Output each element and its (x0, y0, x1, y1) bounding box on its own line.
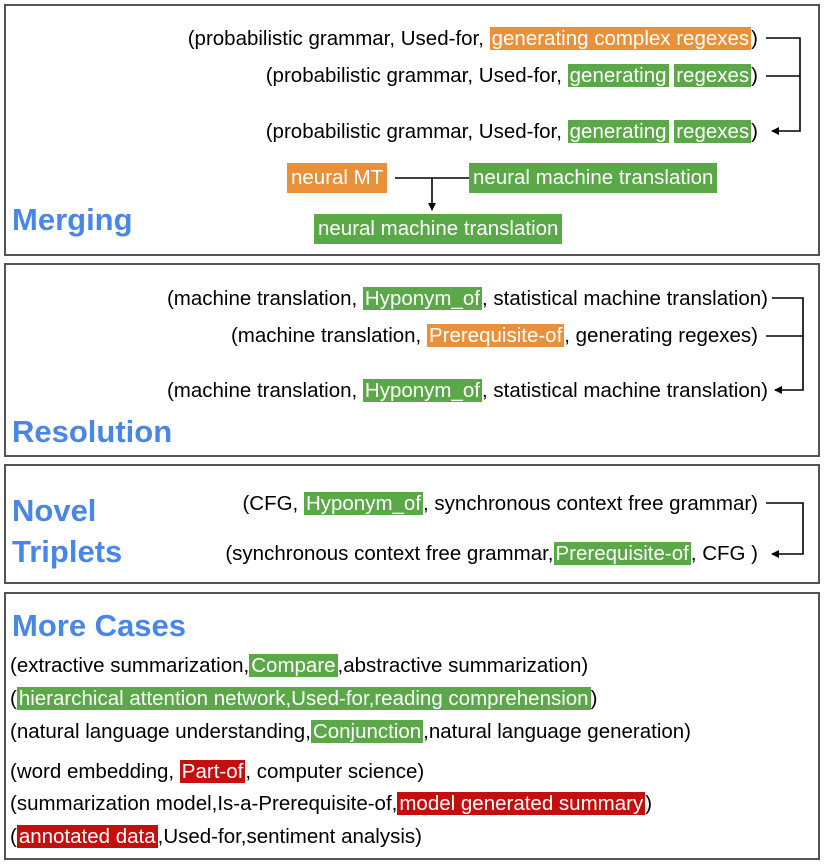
novel-triplet-1-relation: Hyponym_of (303, 492, 424, 515)
merging-triplet-2: (probabilistic grammar, Used-for, genera… (265, 64, 758, 87)
more-case-6-highlight: annotated data (16, 825, 158, 848)
merging-triplet-3-word-2: regexes (674, 120, 752, 143)
resolution-triplet-2: (machine translation, Prerequisite-of, g… (230, 324, 758, 347)
merging-entity-full-name: neural machine translation (469, 163, 718, 193)
merging-triplet-3-word-1: generating (567, 120, 669, 143)
resolution-triplet-1-relation: Hyponym_of (362, 287, 483, 310)
resolution-triplet-3-relation: Hyponym_of (362, 379, 483, 402)
resolution-title: Resolution (12, 414, 173, 449)
resolution-triplet-2-relation: Prerequisite-of (426, 324, 565, 347)
novel-title-line-1: Novel (12, 493, 97, 528)
merging-triplet-1-entity: generating complex regexes (489, 27, 752, 50)
resolution-triplet-1: (machine translation, Hyponym_of, statis… (166, 287, 768, 310)
more-case-1: (extractive summarization,Compare,abstra… (10, 654, 589, 677)
merging-entity-neural-mt: neural MT (287, 163, 388, 193)
merging-triplet-2-word-1: generating (567, 64, 669, 87)
more-case-5: (summarization model,Is-a-Prerequisite-o… (10, 792, 653, 815)
novel-triplet-1: (CFG, Hyponym_of, synchronous context fr… (242, 492, 758, 515)
more-case-4: (word embedding, Part-of, computer scien… (10, 760, 425, 783)
more-case-2: (hierarchical attention network,Used-for… (10, 687, 598, 710)
more-case-3-highlight: Conjunction (310, 720, 424, 743)
more-case-2-highlight: hierarchical attention network,Used-for,… (16, 687, 591, 710)
more-cases-title: More Cases (12, 608, 187, 643)
more-case-3: (natural language understanding,Conjunct… (10, 720, 692, 743)
novel-title-line-2: Triplets (12, 534, 123, 569)
merging-entity-merged: neural machine translation (314, 214, 563, 244)
merging-triplet-2-word-2: regexes (674, 64, 752, 87)
merging-triplet-1: (probabilistic grammar, Used-for, genera… (187, 27, 758, 50)
resolution-triplet-3: (machine translation, Hyponym_of, statis… (166, 379, 768, 402)
more-case-6: (annotated data,Used-for,sentiment analy… (10, 825, 422, 848)
novel-triplet-2: (synchronous context free grammar,Prereq… (225, 542, 758, 565)
more-case-5-highlight: model generated summary (397, 792, 646, 815)
novel-triplet-2-relation: Prerequisite-of (553, 542, 691, 565)
more-case-1-highlight: Compare (249, 654, 338, 677)
merging-triplet-3: (probabilistic grammar, Used-for, genera… (265, 120, 758, 143)
more-case-4-highlight: Part-of (179, 760, 246, 783)
merging-title: Merging (12, 202, 133, 237)
